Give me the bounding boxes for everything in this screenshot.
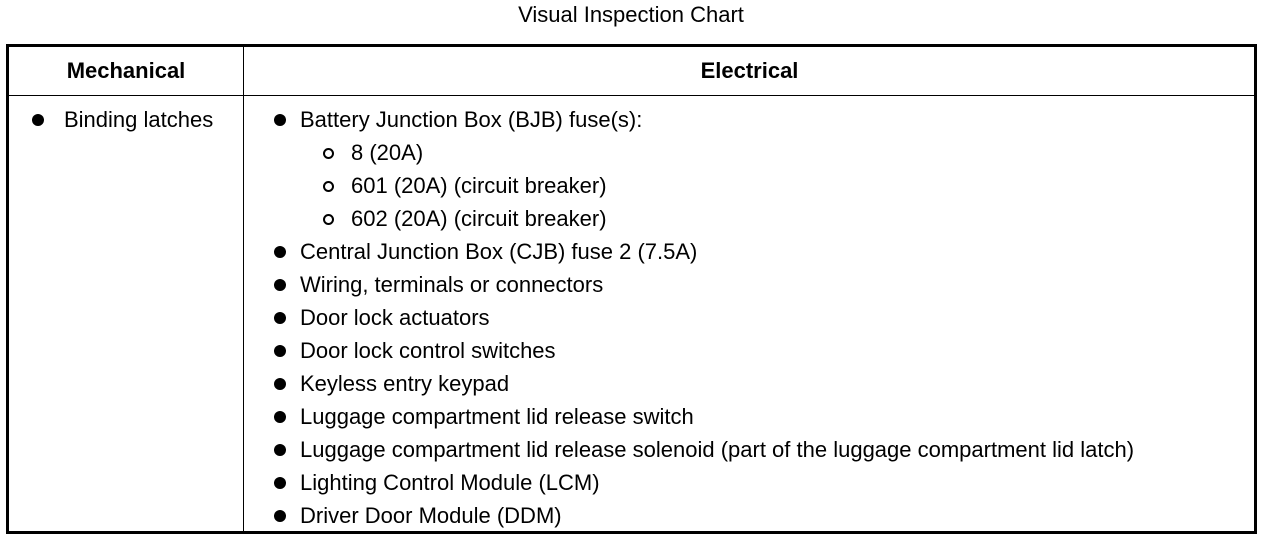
electrical-list-item: Luggage compartment lid release solenoid… <box>245 433 1254 466</box>
electrical-item-text: 8 (20A) <box>351 140 424 165</box>
electrical-list-item: Driver Door Module (DDM) <box>245 499 1254 532</box>
electrical-list-item: Battery Junction Box (BJB) fuse(s): <box>245 103 1254 136</box>
electrical-list: Battery Junction Box (BJB) fuse(s): 8 (20… <box>245 103 1254 532</box>
bullet-disc-icon <box>274 279 286 291</box>
column-divider <box>243 47 244 531</box>
bullet-circle-icon <box>323 148 334 159</box>
electrical-item-text: Battery Junction Box (BJB) fuse(s): <box>300 107 643 132</box>
electrical-item-text: Lighting Control Module (LCM) <box>300 470 600 495</box>
electrical-list-item: Door lock control switches <box>245 334 1254 367</box>
mechanical-item-text: Binding latches <box>64 107 214 132</box>
electrical-item-text: Wiring, terminals or connectors <box>300 272 604 297</box>
electrical-item-text: Driver Door Module (DDM) <box>300 503 562 528</box>
electrical-item-text: Door lock control switches <box>300 338 556 363</box>
electrical-sub-item: 8 (20A) <box>245 136 1254 169</box>
mechanical-list: Binding latches <box>9 103 243 136</box>
bullet-disc-icon <box>274 246 286 258</box>
mechanical-list-item: Binding latches <box>9 103 243 136</box>
electrical-sub-item: 601 (20A) (circuit breaker) <box>245 169 1254 202</box>
bullet-disc-icon <box>274 114 286 126</box>
bullet-disc-icon <box>274 312 286 324</box>
bullet-disc-icon <box>274 411 286 423</box>
header-electrical: Electrical <box>700 58 799 83</box>
bullet-disc-icon <box>274 378 286 390</box>
electrical-list-item: Lighting Control Module (LCM) <box>245 466 1254 499</box>
bullet-disc-icon <box>274 477 286 489</box>
electrical-item-text: 602 (20A) (circuit breaker) <box>351 206 607 231</box>
electrical-list-item: Door lock actuators <box>245 301 1254 334</box>
electrical-list-item: Keyless entry keypad <box>245 367 1254 400</box>
electrical-list-item: Luggage compartment lid release switch <box>245 400 1254 433</box>
inspection-table: Mechanical Electrical Binding latches Ba… <box>6 44 1257 534</box>
electrical-item-text: Luggage compartment lid release solenoid… <box>300 437 1135 462</box>
electrical-item-text: Keyless entry keypad <box>300 371 510 396</box>
bullet-disc-icon <box>274 444 286 456</box>
header-mechanical: Mechanical <box>66 58 186 83</box>
electrical-list-item: Central Junction Box (CJB) fuse 2 (7.5A) <box>245 235 1254 268</box>
electrical-sub-item: 602 (20A) (circuit breaker) <box>245 202 1254 235</box>
chart-title: Visual Inspection Chart <box>518 2 744 27</box>
electrical-list-item: Wiring, terminals or connectors <box>245 268 1254 301</box>
bullet-disc-icon <box>274 510 286 522</box>
bullet-disc-icon <box>32 114 44 126</box>
bullet-disc-icon <box>274 345 286 357</box>
electrical-item-text: Central Junction Box (CJB) fuse 2 (7.5A) <box>300 239 698 264</box>
bullet-circle-icon <box>323 214 334 225</box>
bullet-circle-icon <box>323 181 334 192</box>
electrical-item-text: Luggage compartment lid release switch <box>300 404 694 429</box>
table-header-row: Mechanical Electrical <box>9 47 1254 96</box>
electrical-item-text: 601 (20A) (circuit breaker) <box>351 173 607 198</box>
electrical-item-text: Door lock actuators <box>300 305 490 330</box>
